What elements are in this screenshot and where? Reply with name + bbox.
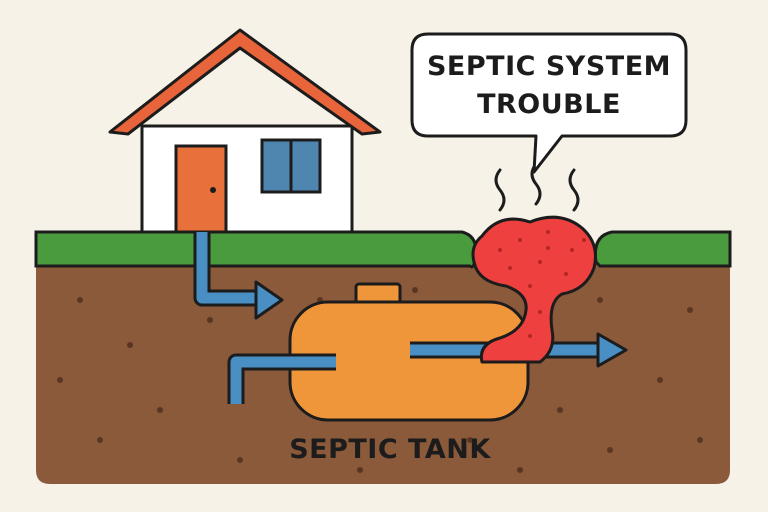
inlet-pipe: [193, 232, 284, 320]
pipe-arrow-icon: [596, 332, 628, 368]
grass-strip-right: [593, 230, 732, 268]
callout-text: SEPTIC SYSTEM TROUBLE: [418, 48, 680, 124]
callout-line-1: SEPTIC SYSTEM: [426, 51, 672, 82]
callout-bubble: [410, 32, 688, 174]
septic-tank-label: SEPTIC TANK: [289, 434, 491, 465]
house-window: [260, 138, 322, 194]
tank-inlet-pipe: [227, 353, 336, 404]
pipe-arrow-icon: [254, 280, 284, 320]
grass-strip: [34, 230, 478, 269]
odor-lines-icon: [494, 162, 580, 212]
house-icon: [108, 28, 382, 234]
sewage-leak-icon: [471, 215, 597, 364]
house-door: [174, 144, 228, 234]
callout-line-2: TROUBLE: [477, 89, 621, 120]
soil-specks: [57, 287, 703, 473]
